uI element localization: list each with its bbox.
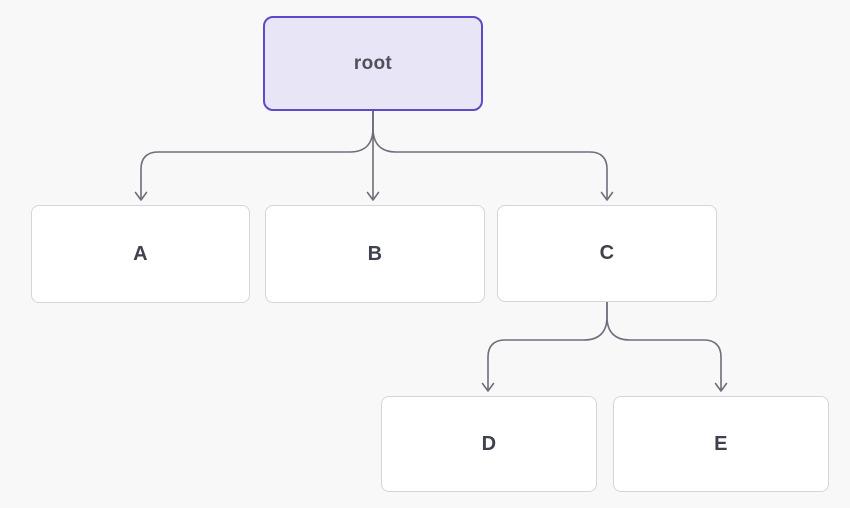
edge-c-to-e [606, 301, 722, 390]
node-label: root [353, 52, 393, 74]
edge-root-to-a [140, 110, 374, 199]
arrowhead-icon [481, 382, 495, 392]
tree-node-d[interactable]: D [381, 396, 597, 492]
edge-root-to-c [372, 110, 608, 199]
arrowhead-icon [600, 191, 614, 201]
node-label: A [133, 242, 148, 265]
arrowhead-icon [714, 382, 728, 392]
edge-c-to-d [487, 301, 608, 390]
arrowhead-icon [366, 191, 380, 201]
arrowhead-icon [134, 191, 148, 201]
tree-node-a[interactable]: A [31, 205, 250, 303]
tree-node-c[interactable]: C [497, 205, 717, 302]
node-label: D [481, 432, 497, 455]
node-label: E [714, 432, 728, 455]
node-label: C [599, 242, 615, 264]
tree-node-root[interactable]: root [263, 16, 483, 111]
tree-node-e[interactable]: E [613, 396, 829, 492]
node-label: B [367, 242, 383, 265]
tree-node-b[interactable]: B [265, 205, 485, 303]
